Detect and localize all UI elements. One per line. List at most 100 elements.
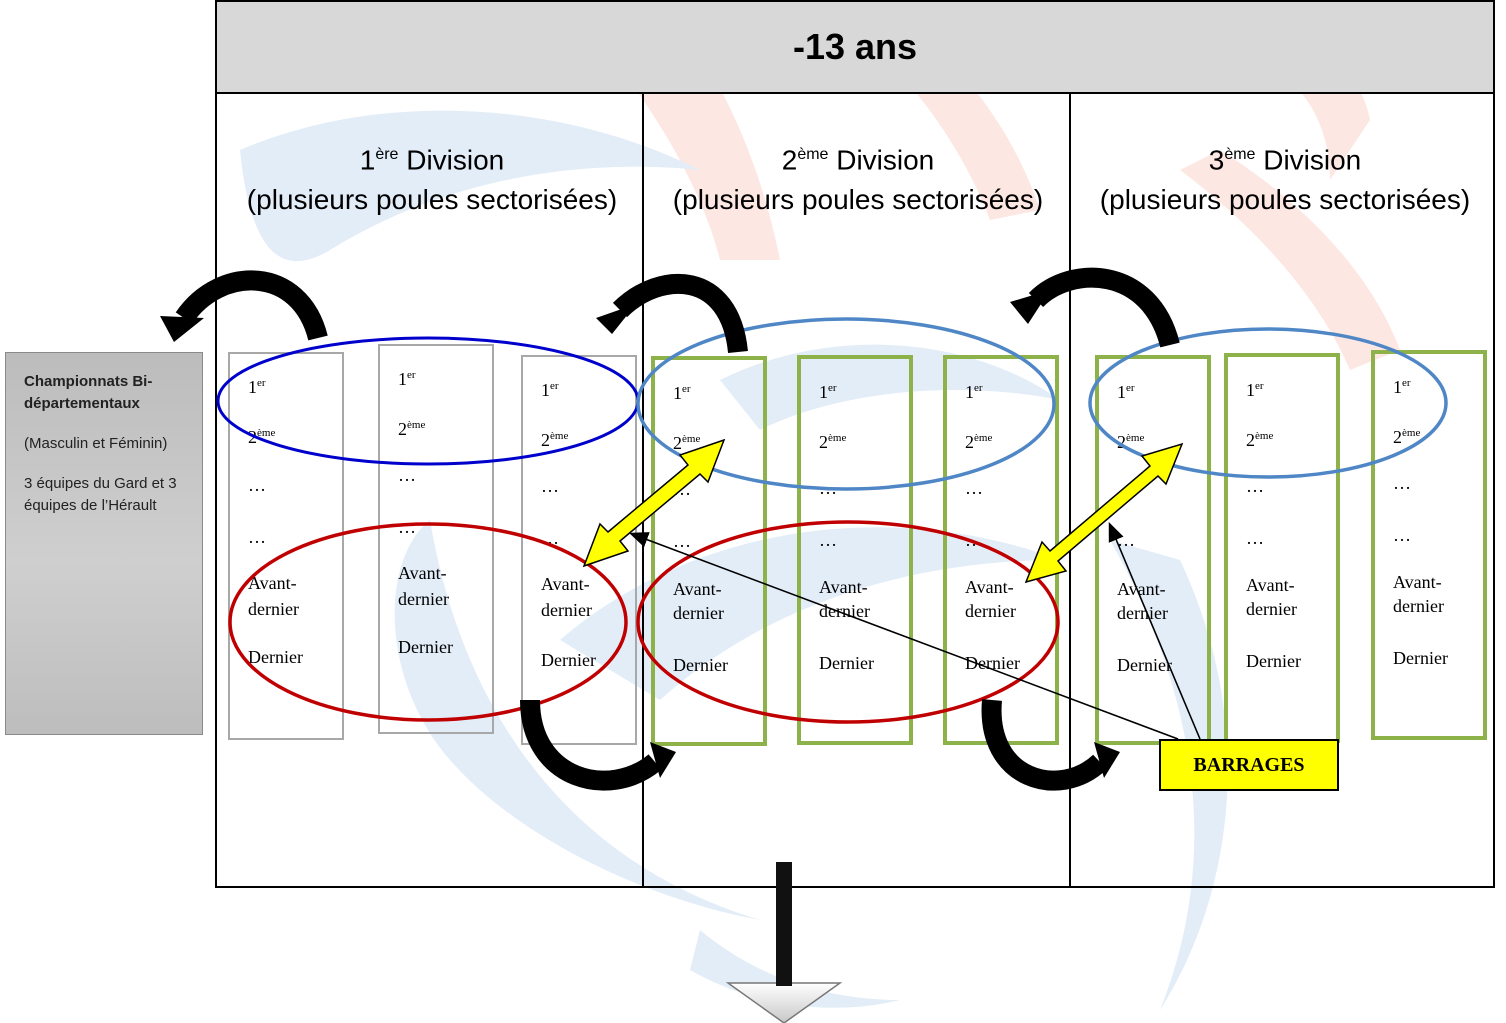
division-label: Division	[828, 144, 935, 176]
rank-last-text: Dernier	[541, 650, 596, 670]
rank-ellipsis: …	[398, 464, 416, 486]
division-number: 1	[359, 144, 376, 176]
rank-last: Dernier	[398, 636, 453, 658]
rank-ellipsis: …	[1393, 472, 1411, 494]
rank-first-ordinal: er	[550, 380, 559, 392]
rank-penultimate-b-text: dernier	[541, 600, 592, 620]
rank-ellipsis: …	[819, 529, 837, 551]
side-box-teams: 3 équipes du Gard et 3 équipes de l’Héra…	[24, 475, 177, 514]
rank-penultimate-b: dernier	[965, 600, 1016, 622]
division-label: Division	[398, 144, 505, 176]
rank-penultimate-b: dernier	[1393, 595, 1444, 617]
rank-penultimate-a: Avant-	[819, 576, 868, 598]
rank-penultimate-a: Avant-	[965, 576, 1014, 598]
rank-last-text: Dernier	[1393, 648, 1448, 668]
rank-last-text: Dernier	[819, 653, 874, 673]
rank-last-text: Dernier	[1246, 651, 1301, 671]
rank-first-text: 1	[1117, 382, 1126, 402]
rank-second-ordinal: ème	[1126, 432, 1145, 444]
rank-penultimate-b: dernier	[398, 588, 449, 610]
division-label: Division	[1255, 144, 1362, 176]
rank-first: 1er	[1393, 372, 1411, 398]
division-subtitle: (plusieurs poules sectorisées)	[672, 184, 1044, 216]
table-title: -13 ans	[217, 2, 1493, 94]
rank-last: Dernier	[1246, 650, 1301, 672]
rank-first-text: 1	[398, 369, 407, 389]
division-number: 2	[781, 144, 798, 176]
rank-ellipsis: …	[819, 477, 837, 499]
rank-second: 2ème	[673, 428, 700, 454]
rank-ellipsis: …	[965, 529, 983, 551]
rank-first-text: 1	[1393, 377, 1402, 397]
rank-ellipsis-text: …	[541, 528, 559, 548]
rank-ellipsis: …	[541, 475, 559, 497]
rank-penultimate-a-text: Avant-	[965, 577, 1014, 597]
rank-penultimate-a-text: Avant-	[248, 573, 297, 593]
rank-penultimate-b: dernier	[673, 602, 724, 624]
rank-ellipsis: …	[248, 474, 266, 496]
rank-first-ordinal: er	[257, 377, 266, 389]
rank-second-ordinal: ème	[682, 433, 701, 445]
rank-second-ordinal: ème	[407, 419, 426, 431]
rank-ellipsis: …	[673, 530, 691, 552]
rank-last: Dernier	[965, 652, 1020, 674]
rank-second-text: 2	[1246, 430, 1255, 450]
rank-second-ordinal: ème	[828, 432, 847, 444]
rank-last-text: Dernier	[965, 653, 1020, 673]
side-box-gender: (Masculin et Féminin)	[24, 435, 168, 452]
rank-first: 1er	[541, 375, 559, 401]
rank-first-ordinal: er	[1402, 377, 1411, 389]
rank-penultimate-b: dernier	[541, 599, 592, 621]
rank-ellipsis-text: …	[1246, 528, 1264, 548]
rank-ellipsis-text: …	[965, 478, 983, 498]
division-subtitle: (plusieurs poules sectorisées)	[1099, 184, 1471, 216]
division-ordinal: ème	[1224, 146, 1256, 163]
rank-first-text: 1	[965, 382, 974, 402]
rank-second: 2ème	[541, 425, 568, 451]
rank-last: Dernier	[673, 654, 728, 676]
rank-ellipsis-text: …	[1393, 473, 1411, 493]
rank-ellipsis: …	[1117, 477, 1135, 499]
rank-first-text: 1	[541, 380, 550, 400]
rank-second-ordinal: ème	[1255, 430, 1274, 442]
rank-penultimate-b: dernier	[1246, 598, 1297, 620]
rank-ellipsis-text: …	[1117, 530, 1135, 550]
rank-penultimate-b-text: dernier	[673, 603, 724, 623]
rank-penultimate-a: Avant-	[398, 562, 447, 584]
column-separator	[642, 92, 644, 886]
rank-penultimate-b-text: dernier	[248, 599, 299, 619]
rank-last: Dernier	[1393, 647, 1448, 669]
rank-ellipsis-text: …	[819, 530, 837, 550]
rank-penultimate-a-text: Avant-	[1117, 579, 1166, 599]
rank-second-text: 2	[248, 427, 257, 447]
rank-penultimate-a-text: Avant-	[673, 579, 722, 599]
rank-ellipsis: …	[1246, 527, 1264, 549]
rank-penultimate-b: dernier	[819, 600, 870, 622]
rank-second-text: 2	[1393, 427, 1402, 447]
rank-first-ordinal: er	[1255, 380, 1264, 392]
rank-first-ordinal: er	[407, 369, 416, 381]
rank-first-text: 1	[819, 382, 828, 402]
rank-last-text: Dernier	[1117, 655, 1172, 675]
rank-second: 2ème	[965, 427, 992, 453]
rank-ellipsis-text: …	[673, 531, 691, 551]
rank-first-ordinal: er	[974, 382, 983, 394]
rank-last-text: Dernier	[248, 647, 303, 667]
rank-first-ordinal: er	[1126, 382, 1135, 394]
rank-penultimate-a: Avant-	[673, 578, 722, 600]
rank-first-ordinal: er	[682, 383, 691, 395]
rank-first: 1er	[819, 377, 837, 403]
rank-penultimate-a-text: Avant-	[541, 574, 590, 594]
rank-ellipsis-text: …	[398, 517, 416, 537]
rank-ellipsis: …	[673, 478, 691, 500]
rank-second-ordinal: ème	[974, 432, 993, 444]
rank-penultimate-b-text: dernier	[965, 601, 1016, 621]
rank-first-text: 1	[248, 377, 257, 397]
rank-ellipsis-text: …	[248, 475, 266, 495]
rank-ellipsis: …	[398, 516, 416, 538]
rank-ellipsis-text: …	[1117, 478, 1135, 498]
